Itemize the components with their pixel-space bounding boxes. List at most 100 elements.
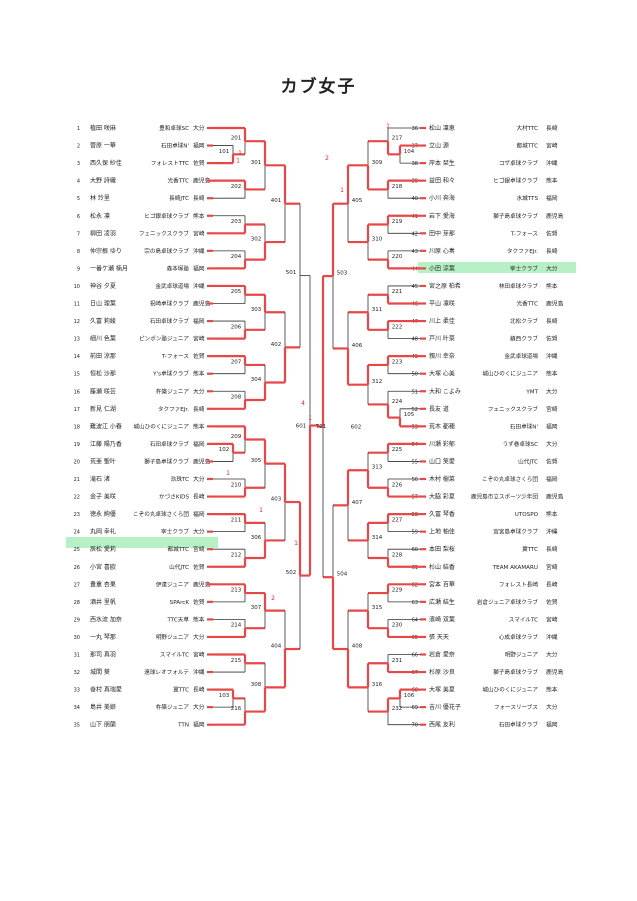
player-club: 石田卓球クラブ <box>499 721 539 729</box>
player-club: TEAM AKAMARU <box>492 565 538 571</box>
page-title: カブ女子 <box>280 77 357 97</box>
player-prefecture: 沖縄 <box>193 247 205 255</box>
match-code-502: 502 <box>286 570 297 576</box>
player-number: 48 <box>412 337 418 343</box>
player-name: 松永 凛 <box>90 212 110 220</box>
player-number: 29 <box>74 617 80 623</box>
match-code-501: 501 <box>286 270 297 276</box>
match-codes: 1011102103201202203204205206207208209210… <box>219 123 415 712</box>
match-code-103: 103 <box>219 693 230 699</box>
player-number: 35 <box>74 723 80 729</box>
player-name: 張 天天 <box>429 634 449 641</box>
match-code-230: 230 <box>392 623 403 629</box>
player-number: 51 <box>412 389 418 395</box>
player-club: 鹿児島市立スポーツ少年団 <box>471 493 538 501</box>
match-code-223: 223 <box>392 359 403 365</box>
player-number: 7 <box>77 231 80 237</box>
player-club: フォレスト長崎 <box>499 580 539 588</box>
match-code-210: 210 <box>231 482 242 488</box>
match-code-205: 205 <box>231 289 242 295</box>
player-name: 丸岡 幸礼 <box>90 528 116 536</box>
match-code-401: 401 <box>271 198 282 204</box>
result-mark: 1 <box>236 157 240 164</box>
match-code-408: 408 <box>352 644 363 650</box>
match-code-207: 207 <box>231 359 242 365</box>
player-prefecture: 福岡 <box>546 194 558 202</box>
player-number: 43 <box>412 249 418 255</box>
player-number: 4 <box>77 179 80 185</box>
player-name: 川上 柔佳 <box>429 317 455 325</box>
player-club: 大村TTC <box>516 124 538 132</box>
player-club: 都城TTC <box>516 143 538 150</box>
player-prefecture: 沖縄 <box>546 633 558 641</box>
player-name: 日山 理葉 <box>90 300 116 308</box>
match-code-206: 206 <box>231 324 242 330</box>
player-number: 20 <box>74 459 80 465</box>
player-name: 大和 こよみ <box>429 387 461 395</box>
player-number: 22 <box>74 495 80 501</box>
player-club: 岩倉ジュニア卓球クラブ <box>477 598 539 606</box>
player-prefecture: 佐賀 <box>193 352 205 360</box>
player-number: 26 <box>74 565 80 571</box>
player-name: 島井 美娘 <box>90 703 116 711</box>
player-prefecture: 沖縄 <box>546 352 558 360</box>
player-number: 63 <box>412 600 418 606</box>
player-prefecture: 鹿児島 <box>193 580 211 588</box>
player-club: タクファEJr. <box>507 247 538 255</box>
player-club: 長崎JTC <box>169 194 189 202</box>
match-code-305: 305 <box>251 458 262 464</box>
player-name: 川原 心奏 <box>429 247 455 255</box>
player-club: 石田卓球クラブ <box>150 440 190 448</box>
player-club: 光香TTC <box>167 177 189 185</box>
player-number: 32 <box>74 670 80 676</box>
player-prefecture: 長崎 <box>546 545 558 553</box>
player-club: 杵築ジュニア <box>156 387 190 395</box>
match-code-204: 204 <box>231 254 242 260</box>
player-number: 21 <box>74 477 80 483</box>
player-club: Y's卓球クラブ <box>152 370 189 378</box>
player-name: 城間 葵 <box>90 668 110 676</box>
player-prefecture: 大分 <box>546 703 558 711</box>
player-name: 徳永 絢優 <box>90 510 116 518</box>
player-club: 獅子島卓球クラブ <box>144 457 189 465</box>
player-name: 江藤 陽乃香 <box>90 440 122 448</box>
result-mark: 1 <box>238 150 242 157</box>
player-prefecture: 熊本 <box>193 615 205 623</box>
player-name: 大塚 心美 <box>429 370 455 378</box>
player-club: 石田卓球クラブ <box>150 317 190 325</box>
player-prefecture: 福岡 <box>193 264 205 272</box>
player-number: 16 <box>74 389 80 395</box>
player-club: 石田卓球N' <box>510 422 538 430</box>
player-prefecture: 福岡 <box>546 475 558 483</box>
player-prefecture: 大分 <box>193 633 205 641</box>
player-number: 25 <box>74 547 80 553</box>
player-club: 宰士クラブ <box>510 264 538 272</box>
player-prefecture: 鹿児島 <box>193 300 211 308</box>
player-club: YMT <box>525 389 538 395</box>
player-club: T-フォース <box>161 353 189 360</box>
player-number: 36 <box>412 126 418 132</box>
match-code-104: 104 <box>404 149 415 155</box>
player-club: 杵築ジュニア <box>156 703 190 711</box>
match-code-105: 105 <box>404 412 415 418</box>
player-name: 荒亜 聖叶 <box>90 457 116 465</box>
player-club: 明野ジュニア <box>156 633 190 641</box>
match-code-106: 106 <box>404 693 415 699</box>
player-club: 遠球レオフォルテ <box>144 668 189 676</box>
match-code-101: 101 <box>219 149 230 155</box>
player-name: 金子 美咲 <box>90 493 116 501</box>
player-prefecture: 佐賀 <box>546 598 558 606</box>
player-club: 城山ひのくにジュニア <box>133 422 189 430</box>
player-club: 翼TTC <box>173 687 189 694</box>
player-number: 66 <box>412 653 418 659</box>
match-code-220: 220 <box>392 254 403 260</box>
player-prefecture: 佐賀 <box>546 335 558 343</box>
player-number: 15 <box>74 372 80 378</box>
player-club: スマイルTC <box>509 616 538 623</box>
player-prefecture: 福岡 <box>546 422 558 430</box>
player-club: 宜宮島卓球クラブ <box>493 528 538 536</box>
player-number: 31 <box>74 653 80 659</box>
player-club: タクファEJr. <box>158 405 189 413</box>
player-name: 神谷 夕夏 <box>90 282 116 290</box>
match-code-309: 309 <box>372 160 383 166</box>
